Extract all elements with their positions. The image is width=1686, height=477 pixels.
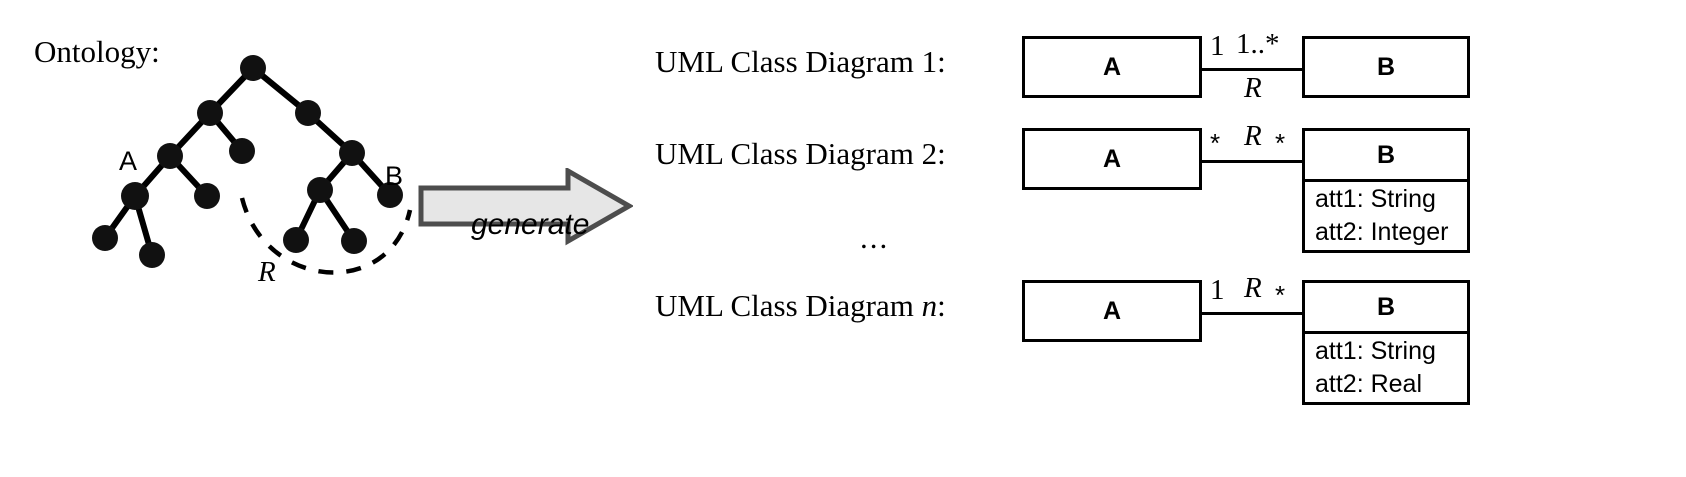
generate-label: generate [471, 208, 590, 241]
uml-class-a-1[interactable]: A [1022, 36, 1202, 98]
ontology-node [283, 227, 309, 253]
association-name-3: R [1244, 272, 1262, 304]
uml-row-label-1: UML Class Diagram 1: [655, 46, 946, 77]
uml-class-a-1-name: A [1102, 52, 1122, 81]
ontology-node [240, 55, 266, 81]
multiplicity-left-2: * [1210, 128, 1221, 158]
multiplicity-right-1: 1..* [1236, 28, 1280, 60]
ontology-node [92, 225, 118, 251]
multiplicity-left-3: 1 [1210, 274, 1225, 306]
uml-row-label-index: n [921, 288, 938, 323]
ontology-node [194, 183, 220, 209]
ontology-node [339, 140, 365, 166]
uml-row-label-suffix: : [937, 44, 946, 79]
ontology-node [229, 138, 255, 164]
association-line-2[interactable] [1202, 160, 1302, 163]
ontology-node [121, 182, 149, 210]
ontology-graph [92, 55, 413, 275]
uml-row-label-index: 2 [921, 136, 938, 171]
uml-row-label-suffix: : [937, 288, 946, 323]
uml-row-label-3: UML Class Diagram n: [655, 290, 946, 321]
uml-class-a-2-name: A [1102, 144, 1122, 173]
uml-class-a-2[interactable]: A [1022, 128, 1202, 190]
ontology-relation-label: R [258, 256, 276, 288]
diagram-ellipsis: ... [860, 220, 890, 255]
ontology-node [307, 177, 333, 203]
uml-class-b-1-name: B [1376, 52, 1396, 81]
ontology-node [377, 182, 403, 208]
uml-row-label-prefix: UML Class Diagram [655, 288, 922, 323]
uml-class-b-1[interactable]: B [1302, 36, 1470, 98]
association-line-3[interactable] [1202, 312, 1302, 315]
uml-class-b-2-name: B [1376, 140, 1396, 169]
class-attribute: att2: Real [1315, 369, 1423, 398]
uml-row-label-prefix: UML Class Diagram [655, 44, 922, 79]
uml-row-label-suffix: : [937, 136, 946, 171]
ontology-node [197, 100, 223, 126]
uml-row-label-index: 1 [921, 44, 938, 79]
uml-row-label-prefix: UML Class Diagram [655, 136, 922, 171]
ontology-node-a-label: A [119, 146, 138, 176]
ontology-node [157, 143, 183, 169]
relation-arc [239, 197, 413, 275]
multiplicity-left-1: 1 [1210, 30, 1225, 62]
class-attribute: att1: String [1315, 185, 1436, 213]
class-attribute: att1: String [1315, 337, 1436, 365]
uml-class-b-3-attributes: att1: String att2: Real [1305, 331, 1467, 402]
uml-class-a-3-name: A [1102, 296, 1122, 325]
association-name-2: R [1244, 120, 1262, 152]
ontology-node [341, 228, 367, 254]
uml-row-label-2: UML Class Diagram 2: [655, 138, 946, 169]
ontology-node [295, 100, 321, 126]
uml-class-b-3-name: B [1376, 292, 1396, 321]
ontology-label: Ontology: [34, 34, 160, 69]
association-name-1: R [1244, 72, 1262, 104]
multiplicity-right-3: * [1275, 280, 1286, 310]
multiplicity-right-2: * [1275, 128, 1286, 158]
uml-class-b-2-attributes: att1: String att2: Integer [1305, 179, 1467, 250]
ontology-node-b-label: B [385, 161, 404, 191]
association-line-1[interactable] [1202, 68, 1302, 71]
class-attribute: att2: Integer [1315, 217, 1449, 246]
generate-arrow [418, 168, 633, 246]
uml-class-a-3[interactable]: A [1022, 280, 1202, 342]
ontology-node [139, 242, 165, 268]
